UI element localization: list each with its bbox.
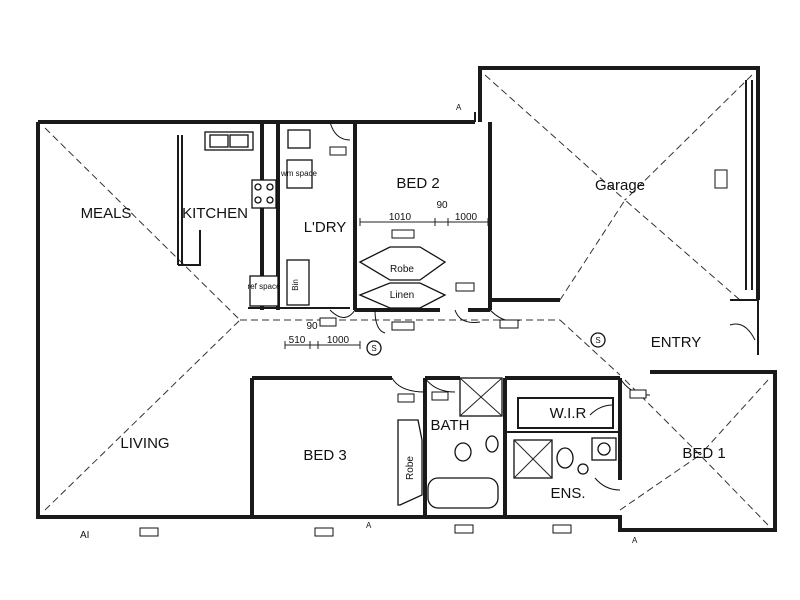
room-label-bed2: BED 2: [396, 175, 439, 192]
smoke-detector-2-label: S: [595, 336, 600, 345]
room-labels: MEALS KITCHEN L'DRY BED 2 Garage ENTRY L…: [81, 175, 726, 502]
kitchen-fixtures: ref space: [204, 131, 281, 307]
corner-marker-a3: A: [366, 521, 372, 530]
corner-marker-a2: AI: [80, 530, 89, 541]
entry-door: [729, 323, 756, 341]
laundry-door: [329, 309, 356, 318]
linen-door: [374, 309, 386, 334]
bed3-door: [391, 377, 426, 393]
washer-space-label: wm space: [280, 169, 318, 178]
robe-bed3: [397, 419, 423, 506]
room-label-bed3: BED 3: [303, 447, 346, 464]
bin-cupboard: [286, 259, 310, 306]
dim-1010: 1010: [389, 212, 412, 223]
laundry-door-upper: [329, 121, 351, 141]
room-label-entry: ENTRY: [651, 334, 702, 351]
wir-door: [589, 404, 614, 416]
roof-lines: [44, 74, 769, 526]
bath-vanity-basin: [454, 442, 472, 462]
label-robe-bed2: Robe: [390, 264, 414, 275]
ensuite-door: [594, 477, 621, 491]
fridge-space-label: ref space: [248, 282, 281, 291]
smoke-detector-1: [366, 340, 382, 356]
room-label-bed1: BED 1: [682, 445, 725, 462]
smoke-detector-1-label: S: [371, 344, 376, 353]
bath-toilet: [485, 435, 499, 453]
bin-label: Bin: [291, 279, 300, 291]
room-label-living: LIVING: [120, 435, 169, 452]
linen-cupboard: [358, 282, 447, 309]
dim-90b: 90: [306, 321, 318, 332]
cooktop: [251, 179, 277, 209]
doors: [329, 121, 756, 491]
bed2-storage: [358, 246, 447, 309]
corner-marker-a1: A: [456, 103, 462, 112]
dim-90a: 90: [436, 200, 448, 211]
washer-space: [286, 159, 313, 189]
room-label-bath: BATH: [431, 417, 470, 434]
robe-bed2: [358, 246, 447, 281]
label-linen: Linen: [390, 290, 414, 301]
ensuite-fixtures: [513, 437, 617, 479]
room-label-meals: MEALS: [81, 205, 132, 222]
bed3-storage: [397, 419, 423, 506]
dim-1000a: 1000: [455, 212, 478, 223]
label-robe-bed3: Robe: [405, 456, 416, 480]
laundry-fixtures: wm space Bin: [280, 129, 318, 306]
room-label-wir: W.I.R: [550, 405, 587, 422]
exterior-walls: [36, 66, 777, 532]
smoke-detectors: S S: [366, 332, 606, 356]
room-label-kitchen: KITCHEN: [182, 205, 248, 222]
room-label-garage: Garage: [595, 177, 645, 194]
corner-marker-a4: A: [632, 536, 638, 545]
bed2-door: [454, 309, 481, 323]
bath-door: [424, 377, 456, 393]
window-tags: [139, 146, 728, 537]
room-label-ens: ENS.: [550, 485, 585, 502]
fridge-space: [249, 275, 279, 307]
dim-510: 510: [289, 335, 306, 346]
bath-fixtures: [427, 377, 503, 509]
smoke-detector-2: [590, 332, 606, 348]
dim-1000b: 1000: [327, 335, 350, 346]
bathtub: [427, 477, 499, 509]
corner-markers: A AI A A: [80, 103, 638, 545]
laundry-tub: [287, 129, 311, 149]
ensuite-toilet: [556, 447, 574, 469]
room-label-laundry: L'DRY: [304, 219, 347, 236]
dimension-strings: 1010 90 1000 90 510 1000: [284, 200, 489, 349]
